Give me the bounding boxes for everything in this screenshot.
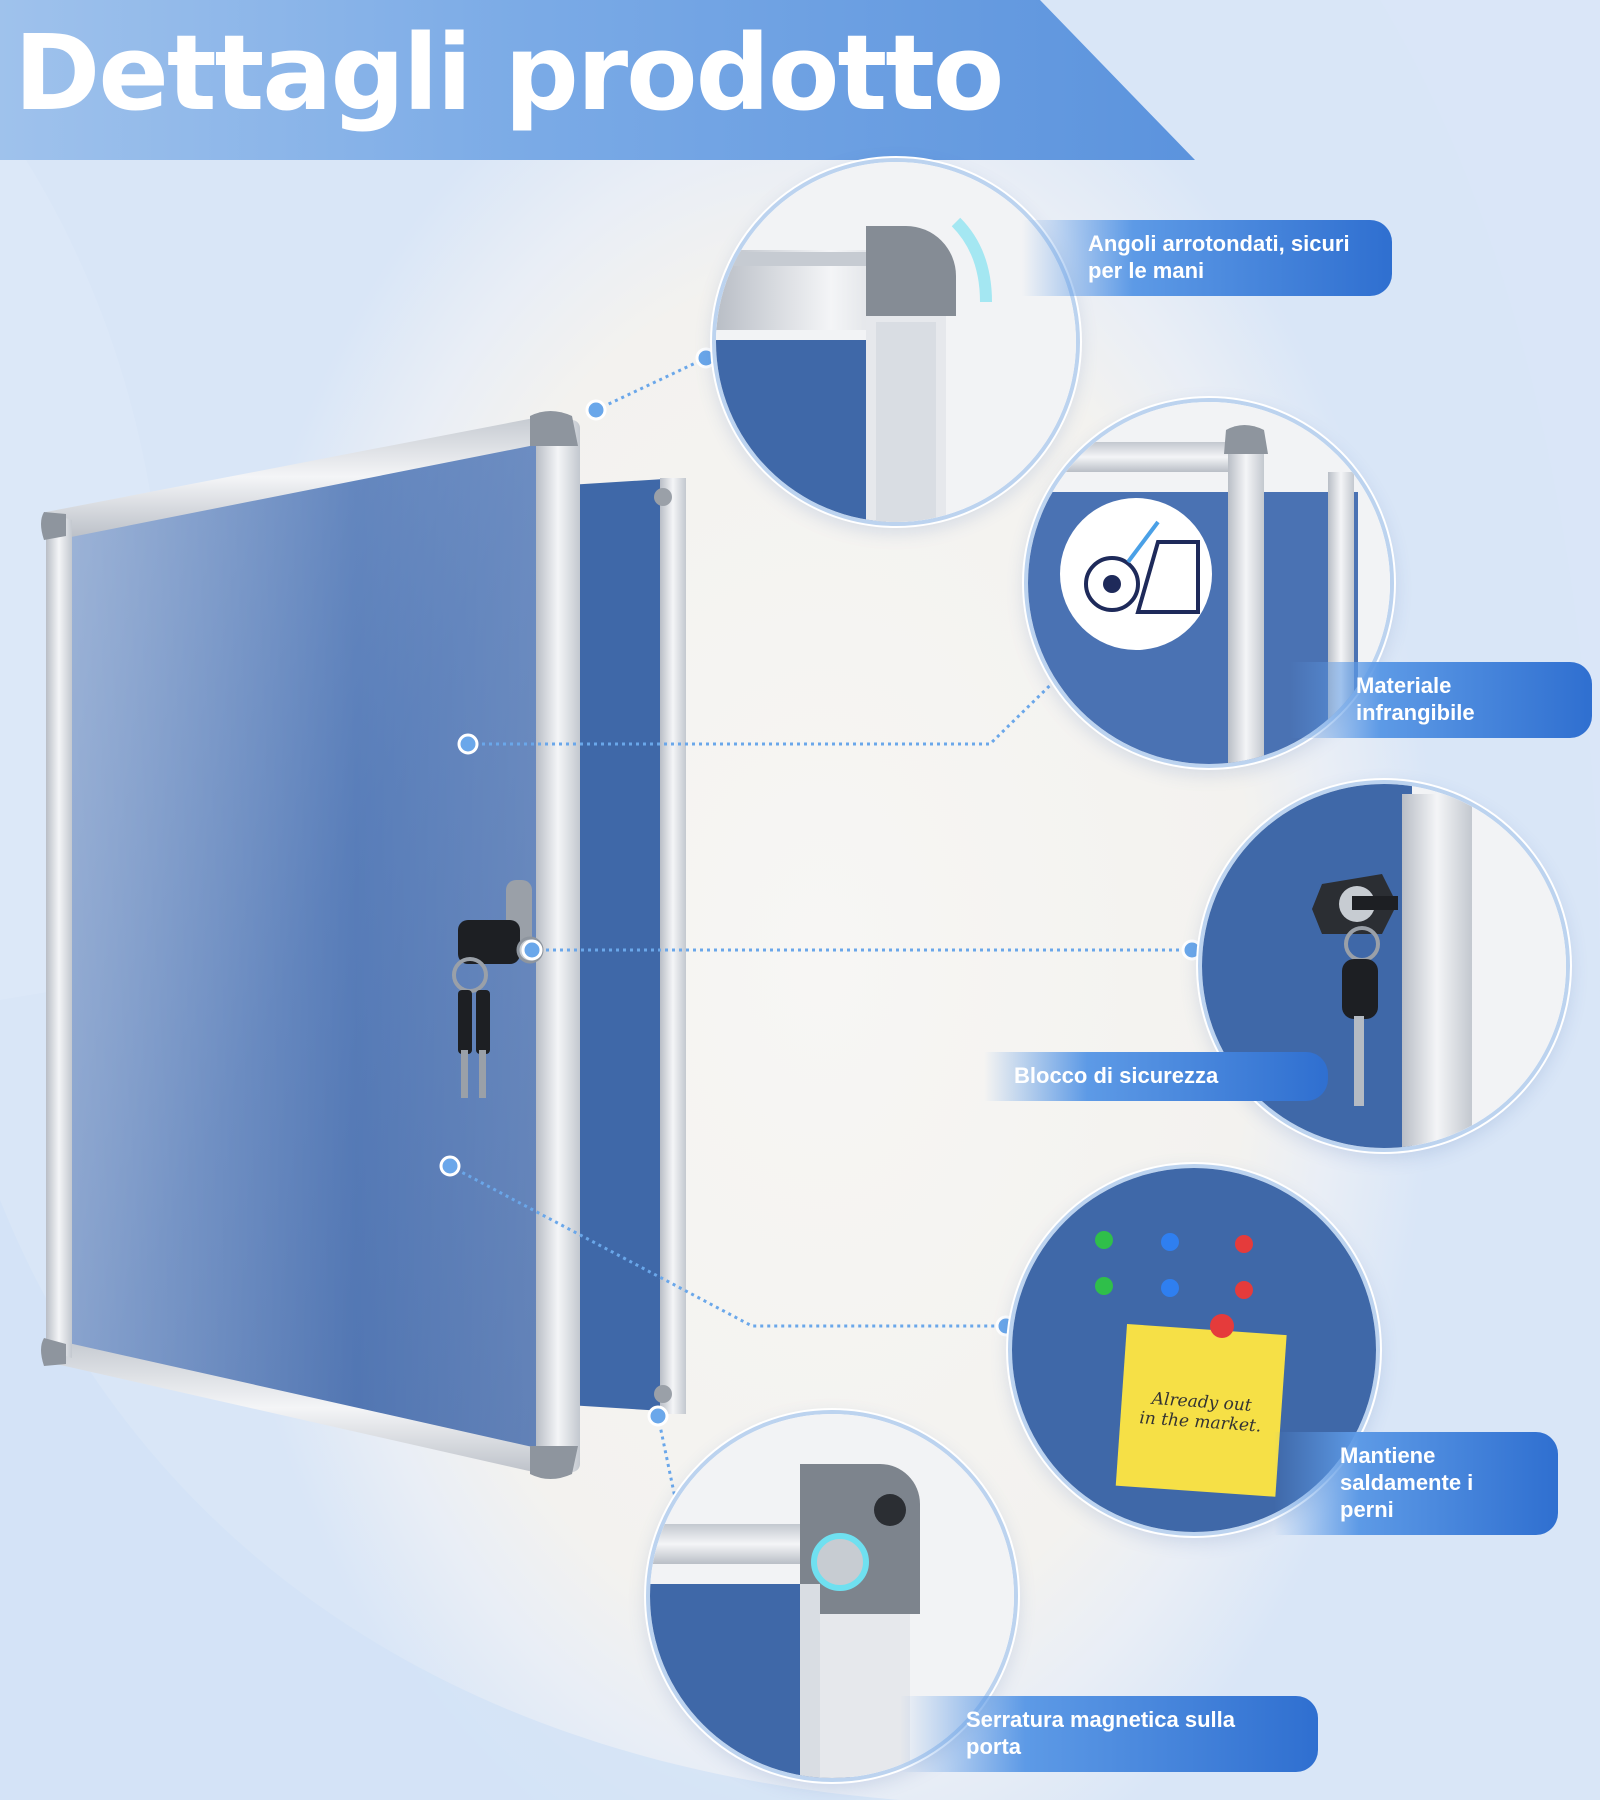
detail-circle-magnet	[646, 1410, 1018, 1782]
title-banner	[0, 0, 1195, 160]
page-title: Dettagli prodotto	[14, 12, 1004, 134]
detail-circle-shatterproof	[1024, 398, 1394, 768]
glass-door	[41, 411, 580, 1479]
feature-label-materiale: Materiale infrangibile	[1290, 662, 1592, 738]
feature-label-angoli: Angoli arrotondati, sicuri per le mani	[1022, 220, 1392, 296]
rounded-corner-icon	[716, 162, 1076, 522]
door-lock	[452, 880, 544, 1098]
feature-label-serratura: Serratura magnetica sulla porta	[900, 1696, 1318, 1772]
detail-circle-corner	[712, 158, 1080, 526]
pin-grid	[1095, 1231, 1253, 1299]
detail-circle-pins: Already out in the market.	[1008, 1164, 1380, 1536]
feature-label-perni: Mantiene saldamente i perni	[1274, 1432, 1558, 1535]
feature-label-blocco: Blocco di sicurezza	[984, 1052, 1328, 1101]
